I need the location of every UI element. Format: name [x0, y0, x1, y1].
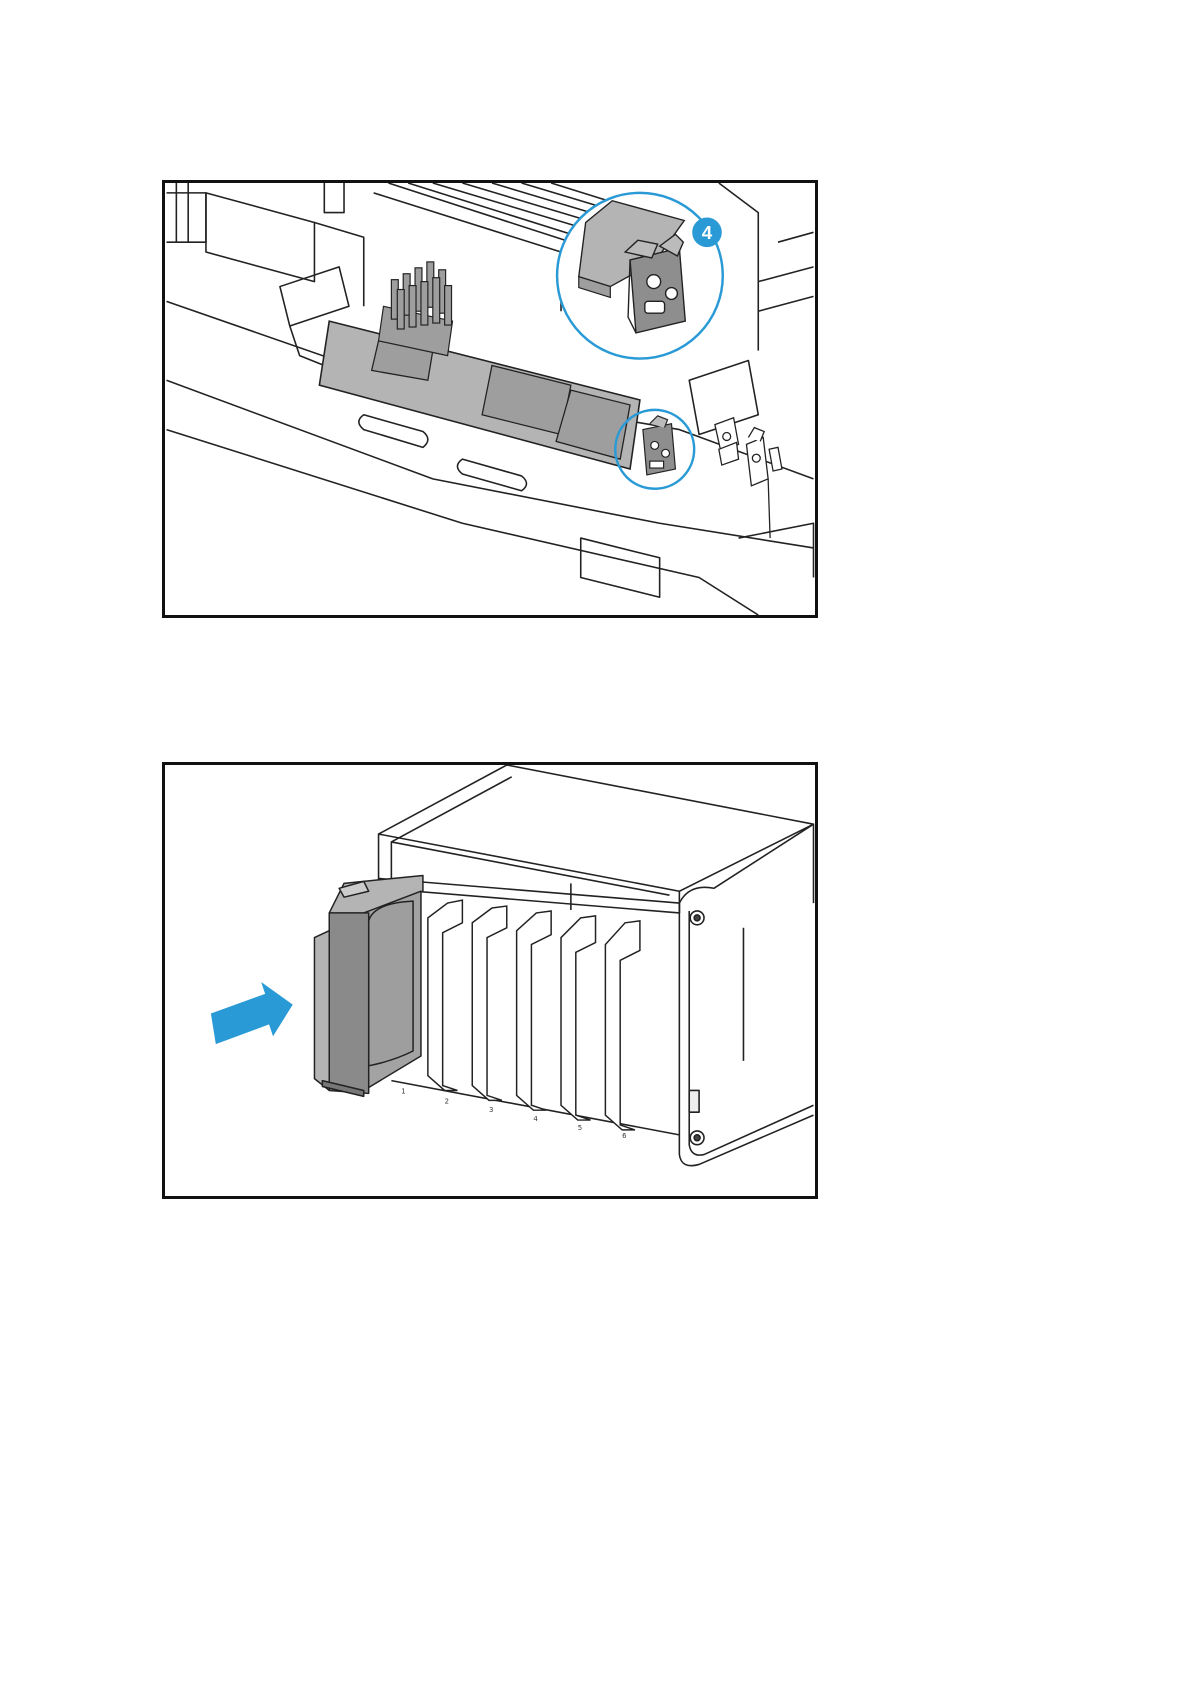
- drive-tray-insert-figure: 1 2 3 4 5 6: [162, 762, 818, 1199]
- bay-number: 5: [578, 1124, 582, 1132]
- bay-number: 2: [445, 1097, 449, 1105]
- m2-ssd-install-figure: 4: [162, 180, 818, 618]
- step-number-label: 4: [702, 222, 713, 243]
- nas-enclosure-icon: [379, 765, 814, 1166]
- bay-number: 3: [489, 1106, 493, 1114]
- heatsink-icon: [379, 262, 453, 356]
- magnified-callout: 4: [557, 193, 723, 359]
- standoff-icon: [715, 418, 739, 465]
- bay-number-labels: 1 2 3 4 5 6: [401, 1087, 626, 1139]
- m2-ssd-illustration: 4: [165, 183, 815, 615]
- ssd-latch-icon: [625, 234, 685, 333]
- empty-drive-bays: [428, 900, 640, 1130]
- bay-number: 1: [401, 1087, 405, 1095]
- drive-tray-icon: [314, 875, 422, 1096]
- nas-drive-illustration: 1 2 3 4 5 6: [165, 765, 815, 1196]
- bay-number: 6: [622, 1132, 626, 1140]
- standoff-icon: [746, 428, 782, 538]
- insert-arrow-icon: [211, 982, 293, 1044]
- bay-number: 4: [533, 1115, 537, 1123]
